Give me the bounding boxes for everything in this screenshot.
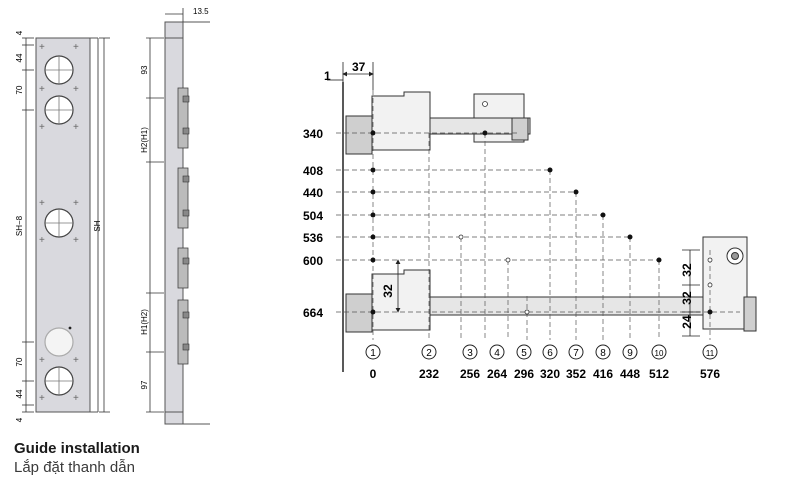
column-marker — [489, 344, 505, 360]
dim-bottom: 44 — [15, 389, 24, 398]
column-value: 264 — [487, 367, 507, 381]
column-number: 1 — [370, 348, 376, 359]
dim-total: SH — [93, 220, 102, 231]
svg-text:+: + — [39, 355, 45, 366]
column-value: 320 — [540, 367, 560, 381]
dim-edge-bottom: 4 — [15, 417, 24, 422]
column-value: 0 — [370, 367, 377, 381]
svg-text:+: + — [73, 393, 79, 404]
dim-93: 93 — [140, 65, 149, 74]
dim-32-right-1: 32 — [680, 263, 694, 277]
column-marker — [365, 344, 381, 360]
column-value: 512 — [649, 367, 669, 381]
column-marker — [516, 344, 532, 360]
dim-upper: 70 — [15, 85, 24, 94]
svg-text:+: + — [39, 393, 45, 404]
column-value: 448 — [620, 367, 640, 381]
row-label: 600 — [303, 254, 323, 268]
dim-top: 44 — [15, 53, 24, 62]
svg-text:+: + — [73, 198, 79, 209]
svg-text:+: + — [39, 42, 45, 53]
column-marker — [462, 344, 478, 360]
column-marker — [595, 344, 611, 360]
row-label: 504 — [303, 209, 323, 223]
caption-title: Guide installation — [14, 440, 140, 457]
svg-text:+: + — [39, 84, 45, 95]
column-value: 232 — [419, 367, 439, 381]
column-marker — [622, 344, 638, 360]
column-number: 4 — [494, 348, 500, 359]
dim-middle: SH−8 — [15, 215, 24, 236]
dim-lower: 70 — [15, 357, 24, 366]
column-value: 256 — [460, 367, 480, 381]
svg-text:+: + — [73, 42, 79, 53]
dim-edge-top: 4 — [15, 30, 24, 35]
dim-32-left: 32 — [381, 284, 395, 298]
svg-text:+: + — [39, 235, 45, 246]
column-number: 10 — [655, 349, 664, 358]
row-label: 340 — [303, 127, 323, 141]
svg-text:+: + — [39, 198, 45, 209]
dim-1: 1 — [324, 69, 331, 83]
dim-24: 24 — [680, 315, 694, 329]
svg-text:+: + — [73, 355, 79, 366]
row-label: 664 — [303, 306, 323, 320]
svg-text:+: + — [73, 84, 79, 95]
row-label: 536 — [303, 231, 323, 245]
column-marker — [421, 344, 437, 360]
column-number: 8 — [600, 348, 606, 359]
dim-32-right-2: 32 — [680, 291, 694, 305]
dim-37: 37 — [352, 60, 366, 74]
column-marker — [651, 344, 667, 360]
column-number: 9 — [627, 348, 633, 359]
caption-subtitle: Lắp đặt thanh dẫn — [14, 459, 135, 476]
column-value: 416 — [593, 367, 613, 381]
column-value: 296 — [514, 367, 534, 381]
panel-front-view: + + + + + + + + + + + + + + 4 44 70 SH — [15, 30, 110, 422]
row-label: 408 — [303, 164, 323, 178]
column-number: 2 — [426, 348, 432, 359]
hole — [44, 327, 74, 357]
svg-text:+: + — [73, 235, 79, 246]
label-h1: H1(H2) — [140, 309, 149, 335]
column-marker — [568, 344, 584, 360]
column-marker — [542, 344, 558, 360]
svg-text:+: + — [39, 122, 45, 133]
dim-top-offset: 13.5 — [193, 7, 209, 16]
column-marker — [702, 344, 718, 360]
column-value: 352 — [566, 367, 586, 381]
svg-text:+: + — [73, 122, 79, 133]
column-number: 7 — [573, 348, 579, 359]
panel-side-view: 13.5 93 H2(H1) H1(H2) 97 — [140, 7, 210, 425]
column-number: 5 — [521, 348, 527, 359]
label-h2: H2(H1) — [140, 127, 149, 153]
column-number: 3 — [467, 348, 473, 359]
column-number: 11 — [706, 349, 715, 358]
column-value: 576 — [700, 367, 720, 381]
hole-position-diagram: 37 1 — [303, 60, 757, 381]
column-number: 6 — [547, 348, 553, 359]
row-label: 440 — [303, 186, 323, 200]
dim-97: 97 — [140, 380, 149, 389]
